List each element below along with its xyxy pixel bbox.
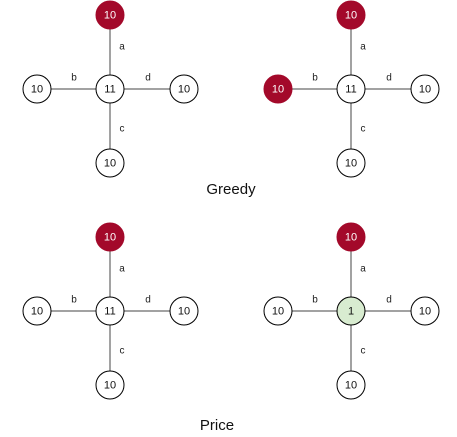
edge-label-bottom: c (361, 346, 366, 357)
node-left (263, 74, 293, 104)
edge-label-left: b (312, 73, 318, 84)
edge-label-left: b (71, 73, 77, 84)
edge-label-top: a (119, 42, 125, 53)
edge-label-top: a (119, 264, 125, 275)
section-title: Greedy (206, 181, 256, 198)
node-left (22, 296, 52, 326)
edge-label-top: a (360, 264, 366, 275)
node-label-center: 1 (348, 305, 354, 317)
node-label-bottom: 10 (104, 379, 116, 391)
node-label-center: 11 (345, 83, 356, 95)
star-graph-0-0: a b d c 11 10 10 10 10 (22, 0, 199, 178)
node-bottom (336, 148, 366, 178)
node-center (95, 296, 125, 326)
node-label-top: 10 (345, 9, 357, 21)
edge-label-right: d (386, 295, 392, 306)
node-label-top: 10 (345, 231, 357, 243)
edge-label-bottom: c (120, 124, 125, 135)
edge-label-right: d (386, 73, 392, 84)
node-label-right: 10 (178, 305, 190, 317)
edge-label-top: a (360, 42, 366, 53)
node-center (336, 296, 366, 326)
edge-label-right: d (145, 73, 151, 84)
node-label-bottom: 10 (104, 157, 116, 169)
edge-label-left: b (312, 295, 318, 306)
node-top (336, 222, 366, 252)
edge-label-left: b (71, 295, 77, 306)
node-top (336, 0, 366, 30)
node-label-right: 10 (419, 305, 431, 317)
node-right (169, 296, 199, 326)
node-label-right: 10 (178, 83, 190, 95)
node-label-left: 10 (31, 83, 43, 95)
node-label-bottom: 10 (345, 157, 357, 169)
node-label-top: 10 (104, 231, 116, 243)
edge-label-right: d (145, 295, 151, 306)
node-label-top: 10 (104, 9, 116, 21)
node-label-left: 10 (272, 305, 284, 317)
node-left (263, 296, 293, 326)
edge-label-bottom: c (361, 124, 366, 135)
node-label-center: 11 (104, 83, 115, 95)
node-center (95, 74, 125, 104)
star-graph-1-0: a b d c 11 10 10 10 10 (22, 222, 199, 400)
node-right (169, 74, 199, 104)
node-right (410, 74, 440, 104)
node-label-right: 10 (419, 83, 431, 95)
node-bottom (336, 370, 366, 400)
node-label-bottom: 10 (345, 379, 357, 391)
node-label-center: 11 (104, 305, 115, 317)
node-right (410, 296, 440, 326)
node-center (336, 74, 366, 104)
star-graph-0-1: a b d c 11 10 10 10 10 (263, 0, 440, 178)
node-bottom (95, 370, 125, 400)
edge-label-bottom: c (120, 346, 125, 357)
node-top (95, 222, 125, 252)
node-bottom (95, 148, 125, 178)
node-top (95, 0, 125, 30)
star-graph-1-1: a b d c 1 10 10 10 10 (263, 222, 440, 400)
node-left (22, 74, 52, 104)
section-title: Price (200, 417, 234, 434)
node-label-left: 10 (272, 83, 284, 95)
node-label-left: 10 (31, 305, 43, 317)
